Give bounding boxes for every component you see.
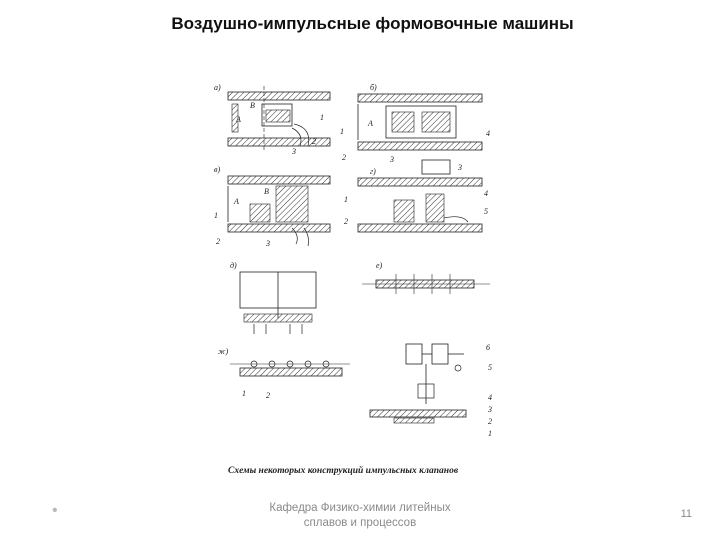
panel-label-zh: ж) [218, 347, 228, 356]
footer-line-2: сплавов и процессов [303, 517, 417, 529]
panel-label-v: в) [214, 165, 220, 174]
part-number-1-panel-b: 1 [340, 127, 344, 136]
chamber-label-a-panel-v: A [233, 197, 239, 206]
panel-label-a: а) [214, 83, 221, 92]
panel-label-e: е) [376, 261, 383, 270]
panel-g-scheme: г) 3 1 2 4 5 [344, 159, 488, 233]
valve-assembly-scheme: 6 5 4 3 2 1 [369, 343, 492, 438]
panel-label-g: г) [370, 167, 376, 176]
part-number-3-assembly: 3 [487, 405, 492, 414]
chamber-label-b-panel-v: B [264, 187, 269, 196]
part-number-3-panel-v: 3 [265, 239, 270, 248]
part-number-3: 3 [291, 147, 296, 156]
footer-bullet: • [52, 502, 58, 519]
part-number-4-assembly: 4 [488, 393, 492, 402]
part-number-2-assembly: 2 [488, 417, 492, 426]
part-number-3-panel-b: 3 [389, 155, 394, 164]
part-number-5-panel-g: 5 [484, 207, 488, 216]
valve-schemes-figure: а) A B 1 2 3 б) A 1 2 3 [200, 68, 500, 486]
panel-e-scheme: е) [362, 261, 490, 294]
panel-d-scheme: д) [230, 261, 317, 334]
part-number-3-panel-g: 3 [457, 163, 462, 172]
part-number-4-panel-g: 4 [484, 189, 488, 198]
part-number-6-assembly: 6 [486, 343, 490, 352]
page-number: 11 [680, 508, 692, 520]
chamber-label-a-panel-b: A [367, 119, 373, 128]
part-number-4-panel-b: 4 [486, 129, 490, 138]
panel-zh-scheme: ж) 1 2 [218, 347, 350, 400]
part-number-2-panel-zh: 2 [266, 391, 270, 400]
chamber-label-a: A [235, 115, 241, 124]
part-number-2-panel-b: 2 [342, 153, 346, 162]
part-number-5-assembly: 5 [488, 363, 492, 372]
part-number-1-panel-v: 1 [214, 211, 218, 220]
panel-label-d: д) [230, 261, 237, 270]
part-number-2: 2 [312, 137, 316, 146]
panel-v-scheme: в) A B 1 2 3 [214, 165, 331, 248]
panel-label-b: б) [370, 83, 377, 92]
chamber-label-b: B [250, 101, 255, 110]
part-number-2-panel-g: 2 [344, 217, 348, 226]
part-number-1-assembly: 1 [488, 429, 492, 438]
part-number-2-panel-v: 2 [216, 237, 220, 246]
valve-schemes-drawing: а) A B 1 2 3 б) A 1 2 3 [214, 83, 492, 438]
figure-caption: Схемы некоторых конструкций импульсных к… [228, 466, 459, 476]
part-number-1-panel-g: 1 [344, 195, 348, 204]
part-number-1: 1 [320, 113, 324, 122]
footer-department: Кафедра Физико-химии литейных сплавов и … [250, 501, 470, 531]
footer-line-1: Кафедра Физико-химии литейных [269, 502, 451, 514]
slide-title: Воздушно-импульсные формовочные машины [171, 14, 574, 33]
panel-b-scheme: б) A 1 2 3 4 [340, 83, 490, 164]
panel-a-scheme: а) A B 1 2 3 [214, 83, 331, 156]
part-number-1-panel-zh: 1 [242, 389, 246, 398]
